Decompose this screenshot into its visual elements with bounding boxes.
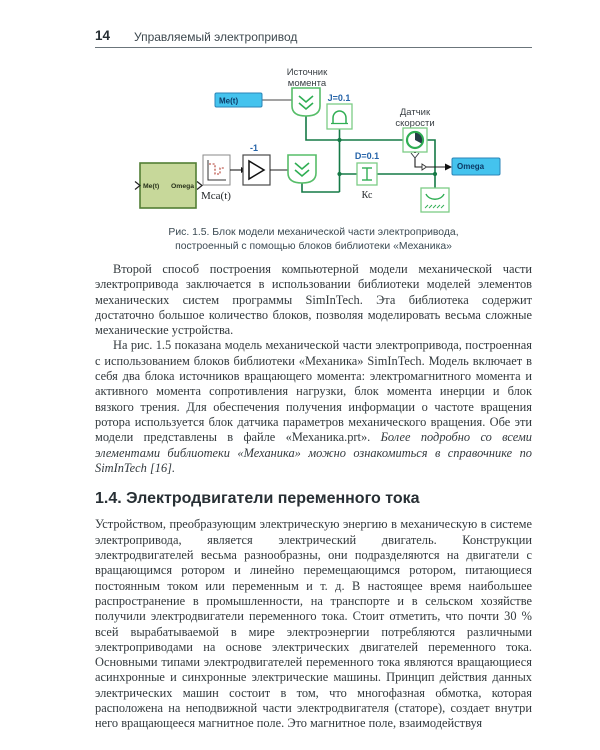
subsystem-input-port-label: Me(t) [143, 183, 159, 190]
header-rule [95, 47, 532, 48]
speed-sensor-label-line1: Датчик [400, 107, 431, 118]
torque-source-label-line2: момента [288, 78, 327, 89]
damping-value-label: D=0.1 [355, 151, 379, 161]
running-title: Управляемый электропривод [134, 30, 298, 44]
support-hatch-icon [424, 204, 445, 209]
paragraph-3: Устройством, преобразующим электрическую… [95, 517, 532, 731]
step-axes-icon [207, 160, 226, 181]
figure-caption: Рис. 1.5. Блок модели механической части… [95, 226, 532, 253]
figure-caption-line2: построенный с помощью блоков библиотеки … [175, 240, 452, 252]
gain-value-label: -1 [250, 143, 258, 153]
damper-name-label: Кс [362, 190, 373, 201]
paragraph-2-normal: На рис. 1.5 показана модель механической… [95, 338, 532, 445]
shaft-wires [301, 116, 436, 193]
torque-source-chevron-icon [298, 95, 314, 111]
output-variable-text: Omega [457, 162, 485, 171]
subsystem-input-port-icon [134, 181, 141, 190]
sensor-output-wire [414, 152, 445, 168]
omega-arrowhead-icon [445, 163, 452, 171]
paragraph-2: На рис. 1.5 показана модель механической… [95, 338, 532, 476]
gain-triangle-icon [248, 159, 266, 181]
body-text-column: Второй способ построения компьютерной мо… [95, 262, 532, 732]
paragraph-1: Второй способ построения компьютерной мо… [95, 262, 532, 338]
subsystem-output-port-label: Omega [171, 183, 194, 190]
inertia-block [326, 103, 353, 130]
section-heading: 1.4. Электродвигатели переменного тока [95, 490, 420, 508]
input-variable-block [214, 92, 263, 108]
load-source-chevron-icon [294, 162, 310, 178]
support-cup-icon [425, 193, 445, 200]
subsystem-output-port-icon [196, 181, 203, 190]
page-number: 14 [95, 28, 111, 43]
output-variable-block [451, 157, 501, 176]
torque-source-label-line1: Источник [287, 67, 328, 78]
figure-caption-line1: Рис. 1.5. Блок модели механической части… [168, 227, 459, 238]
inertia-value-label: J=0.1 [328, 93, 351, 103]
paragraph-2-italic: Более подробно со всеми элементами библи… [95, 430, 532, 475]
subsystem-block [139, 162, 197, 209]
gain-block [242, 154, 271, 186]
simintech-block-diagram: Источник момента Me(t) J=0.1 [134, 67, 501, 213]
signal-port-arrow-icon [421, 163, 428, 171]
step-signal-icon [209, 163, 225, 175]
damper-icon [362, 167, 372, 181]
wire-junction-dots [337, 137, 438, 177]
support-block [420, 187, 450, 213]
speed-sensor-label-line2: скорости [395, 118, 434, 129]
speed-sensor-needle-icon [415, 132, 423, 144]
input-variable-text: Me(t) [219, 97, 238, 106]
inertia-dome-icon [331, 110, 348, 125]
load-torque-name-label: Mca(t) [201, 190, 231, 202]
sensor-port-v-icon [410, 152, 420, 159]
